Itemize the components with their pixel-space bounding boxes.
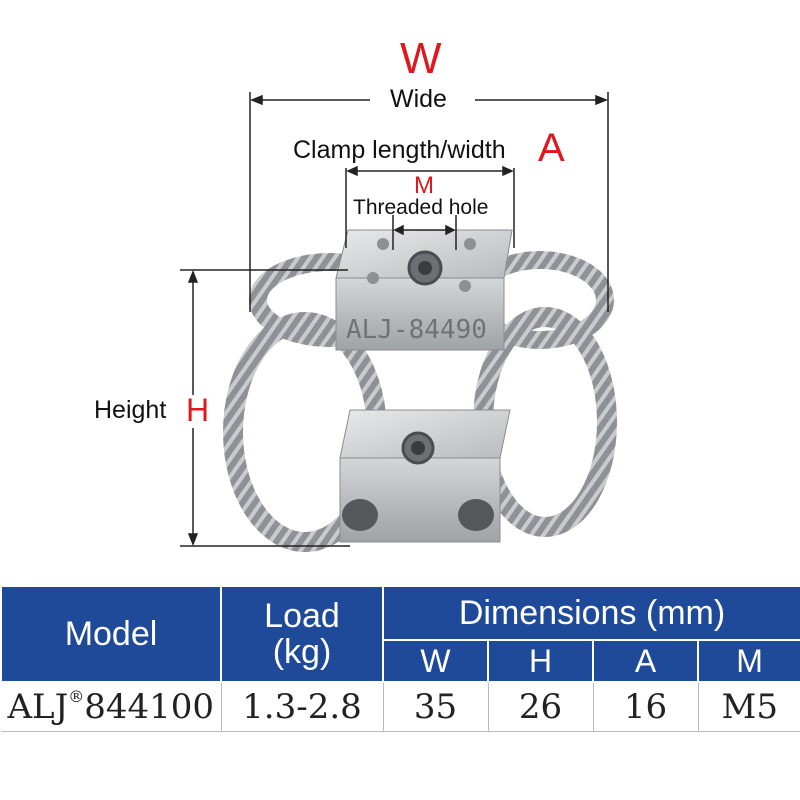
h-letter: H [186, 392, 210, 428]
isolator-illustration: ALJ-84490 [180, 92, 617, 552]
w-label: Wide [390, 85, 447, 113]
m-label: Threaded hole [353, 196, 489, 219]
cell-w: 35 [383, 682, 489, 732]
cell-m: M5 [698, 682, 800, 732]
m-letter: M [414, 172, 434, 199]
spec-table: Model Load (kg) Dimensions (mm) W H A M … [0, 585, 800, 800]
product-diagram: ALJ-84490 [94, 34, 617, 552]
registered-mark: ® [68, 686, 85, 706]
w-letter: W [400, 34, 442, 83]
model-prefix: ALJ [7, 687, 69, 727]
model-number: 844100 [84, 687, 215, 727]
cell-a: 16 [593, 682, 699, 732]
engraving-text: ALJ-84490 [346, 315, 487, 345]
model-header: Model [0, 585, 222, 683]
load-header: Load (kg) [220, 585, 384, 683]
table-row: ALJ®844100 1.3-2.8 35 26 16 M5 [1, 682, 800, 732]
a-label: Clamp length/width [293, 136, 506, 164]
sub-header-m: M [696, 639, 800, 683]
load-header-line1: Load [264, 597, 340, 635]
cell-load: 1.3-2.8 [221, 682, 384, 732]
a-letter: A [538, 126, 565, 170]
dimension-w [249, 92, 609, 312]
sub-header-w: W [382, 639, 489, 683]
cell-h: 26 [488, 682, 594, 732]
sub-header-a: A [592, 639, 699, 683]
dimension-a [345, 165, 515, 248]
dimension-h [180, 269, 350, 547]
cell-model: ALJ®844100 [1, 682, 222, 732]
bottom-clamp-block [339, 409, 511, 543]
top-clamp-block [335, 229, 513, 351]
sub-header-h: H [487, 639, 594, 683]
dimensions-header: Dimensions (mm) [381, 585, 800, 641]
h-label: Height [94, 396, 167, 424]
dimension-m [392, 215, 457, 250]
load-header-line2: (kg) [272, 633, 332, 671]
